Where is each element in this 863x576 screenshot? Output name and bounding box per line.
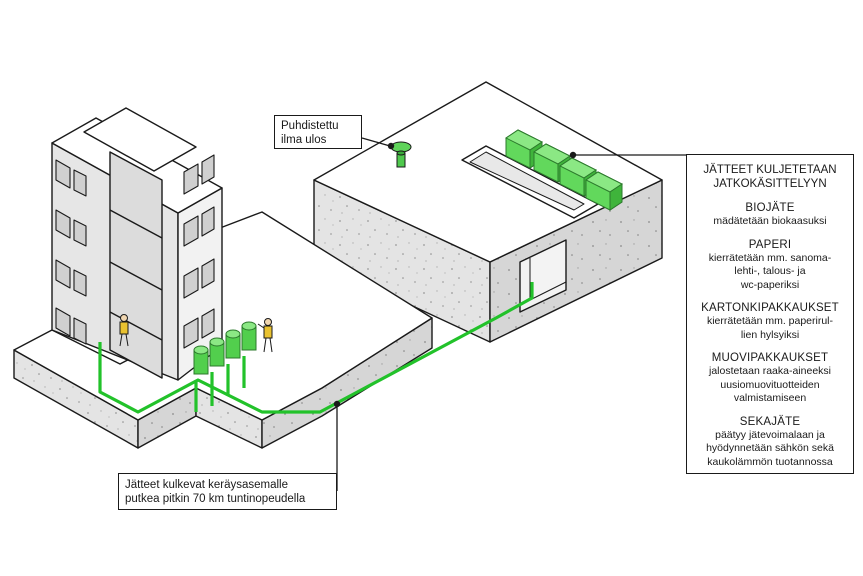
roof-hatch-inner <box>469 151 585 211</box>
waste-type-plastic: MUOVIPAKKAUKSET jalostetaan raaka-aineek… <box>693 351 847 406</box>
waste-type-heading: MUOVIPAKKAUKSET <box>711 352 829 364</box>
waste-type-description: kierrätetään mm. sanoma- lehti-, talous-… <box>708 251 832 291</box>
person-figure-2 <box>257 318 273 353</box>
inlet-4 <box>241 321 257 351</box>
tower-pipe <box>98 282 534 414</box>
waste-type-heading: BIOJÄTE <box>745 202 795 214</box>
waste-type-description: mädätetään biokaasuksi <box>713 215 827 227</box>
waste-type-description: jalostetaan raaka-aineeksi uusiomuovituo… <box>709 365 831 404</box>
tower-windows <box>55 154 215 349</box>
inlet-1 <box>193 345 209 375</box>
callout-leaders <box>336 137 686 491</box>
apartment-tower <box>51 107 223 381</box>
inlet-2 <box>209 337 225 367</box>
leader-dots <box>333 142 577 408</box>
tower-top-cap <box>83 107 197 172</box>
air-outlet-label: Puhdistettu ilma ulos <box>274 115 362 149</box>
stairwell <box>109 151 163 379</box>
waste-type-description: päätyy jätevoimalaan ja hyödynnetään säh… <box>706 428 834 468</box>
waste-pipe-network <box>98 282 534 414</box>
pipe-transport-label: Jätteet kulkevat keräysasemalle putkea p… <box>118 473 337 510</box>
waste-type-heading: PAPERI <box>748 238 792 251</box>
person-figure-1 <box>119 314 129 347</box>
waste-type-heading: SEKAJÄTE <box>739 415 801 428</box>
waste-processing-panel: JÄTTEET KULJETETAAN JATKOKÄSITTELYYN BIO… <box>686 154 854 474</box>
air-vent <box>390 141 412 168</box>
waste-type-cardboard: KARTONKIPAKKAUKSET kierrätetään mm. pape… <box>693 301 847 342</box>
waste-type-biowaste: BIOJÄTE mädätetään biokaasuksi <box>693 201 847 229</box>
panel-title: JÄTTEET KULJETETAAN JATKOKÄSITTELYYN <box>703 164 837 190</box>
waste-inlets <box>193 321 257 375</box>
slab-top <box>13 211 433 421</box>
waste-type-description: kierrätetään mm. paperirul- lien hylsyik… <box>706 315 834 341</box>
ground-slab <box>13 211 433 449</box>
air-leader <box>361 137 391 147</box>
waste-type-mixed: SEKAJÄTE päätyy jätevoimalaan ja hyödynn… <box>693 415 847 470</box>
container-4 <box>585 171 623 211</box>
waste-type-paper: PAPERI kierrätetään mm. sanoma- lehti-, … <box>693 238 847 293</box>
inlet-3 <box>225 329 241 359</box>
waste-type-heading: KARTONKIPAKKAUKSET <box>701 302 839 314</box>
